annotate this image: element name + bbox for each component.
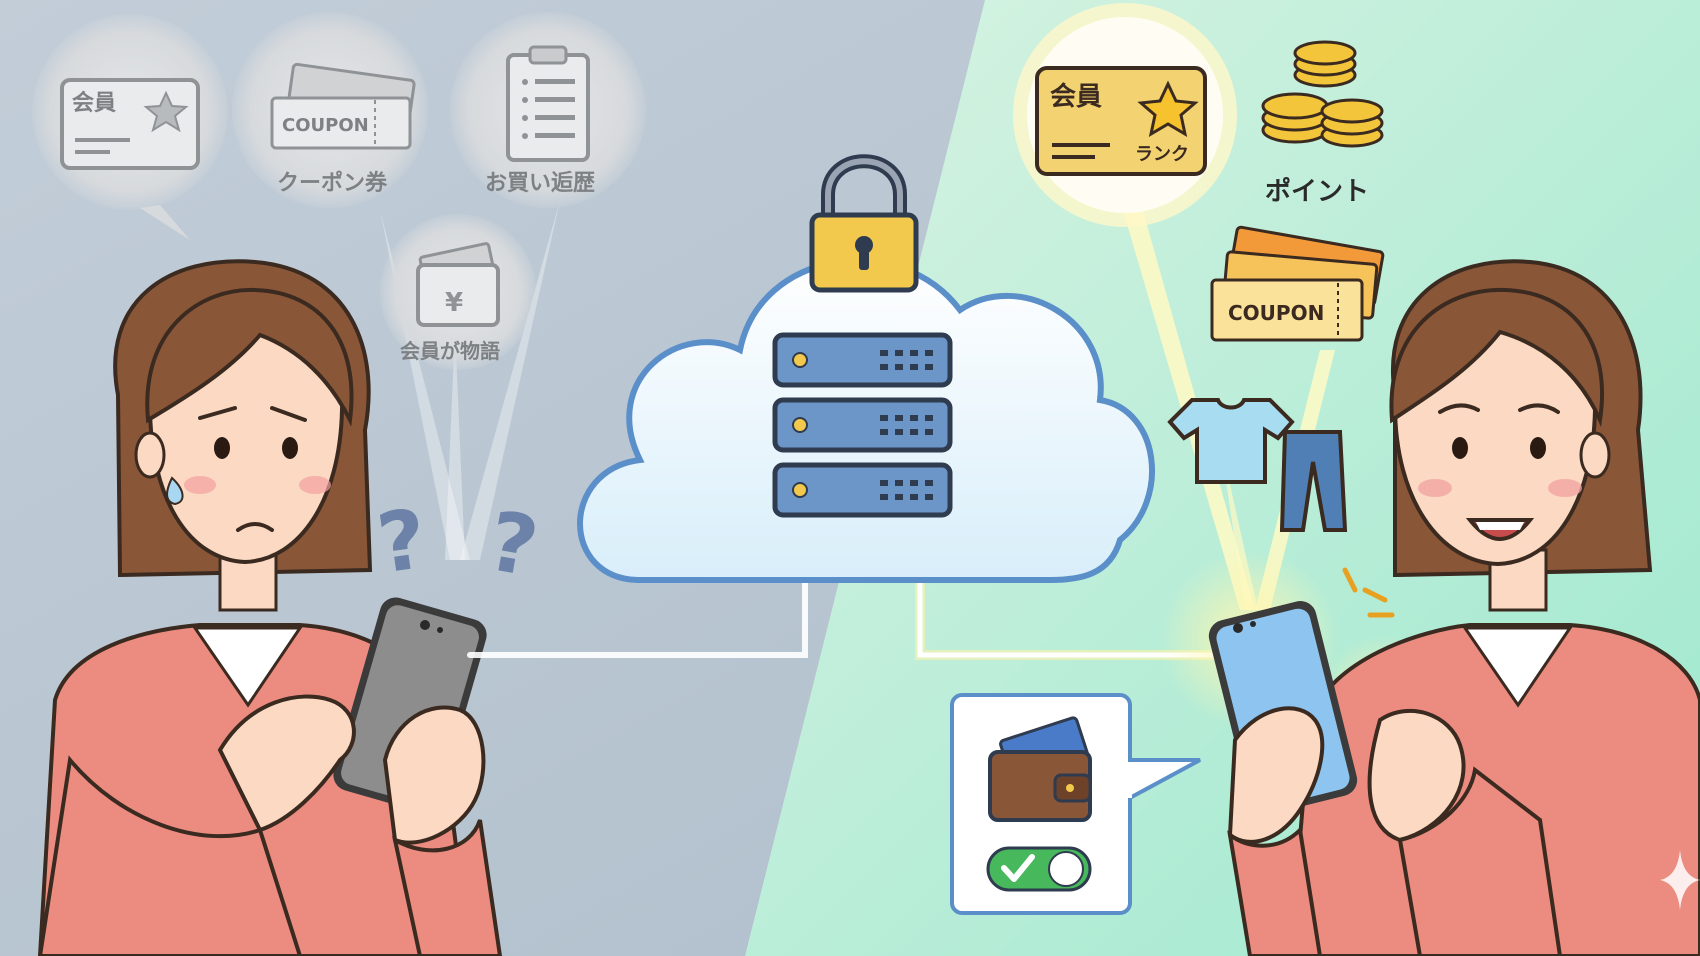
wallet-payment-card <box>950 693 1201 915</box>
wallet-bubble: ¥ 会員が物語 <box>380 214 536 370</box>
wallet-icon: ¥ <box>416 242 500 327</box>
star-icon <box>1137 80 1199 138</box>
history-caption: お買い逅歴 <box>485 170 595 196</box>
confused-woman <box>37 259 503 956</box>
t-shirt-icon <box>1167 398 1295 484</box>
server-icon <box>772 332 953 518</box>
rank-label: ランク <box>1135 144 1189 165</box>
star-icon <box>143 90 189 133</box>
wallet-icon <box>988 716 1092 822</box>
points-caption: ポイント <box>1265 176 1369 207</box>
checkmark-icon <box>1001 854 1035 882</box>
yen-symbol: ¥ <box>445 288 463 318</box>
wallet-caption: 会員が物語 <box>400 339 500 363</box>
toggle-switch[interactable] <box>986 846 1092 892</box>
clipboard-icon <box>506 45 590 162</box>
padlock-icon <box>809 154 919 293</box>
thought-beam <box>445 330 465 560</box>
coupon-ticket-text: COUPON <box>1228 301 1324 325</box>
coupon-ticket-icon: COUPON <box>270 62 416 150</box>
purchase-history-bubble: お買い逅歴 <box>450 12 646 208</box>
coupon-bubble: COUPON クーポン券 <box>232 12 428 208</box>
member-card-bubble: 会員 <box>32 14 228 240</box>
coins-icon <box>1261 40 1384 148</box>
sparkle-icon <box>1342 567 1395 618</box>
coupon-tickets-icon: COUPON <box>1210 225 1385 342</box>
happy-woman <box>1208 259 1700 956</box>
coupon-ticket-text: COUPON <box>282 115 369 136</box>
member-card-label: 会員 <box>1050 82 1102 112</box>
member-rank-card-bubble: 会員 ランク <box>1013 3 1237 227</box>
jeans-icon <box>1279 430 1348 532</box>
sparkle-watermark-icon <box>1660 850 1700 910</box>
sweat-drop-icon <box>166 476 184 506</box>
coupon-caption: クーポン券 <box>277 170 388 196</box>
member-card-label: 会員 <box>72 90 116 116</box>
